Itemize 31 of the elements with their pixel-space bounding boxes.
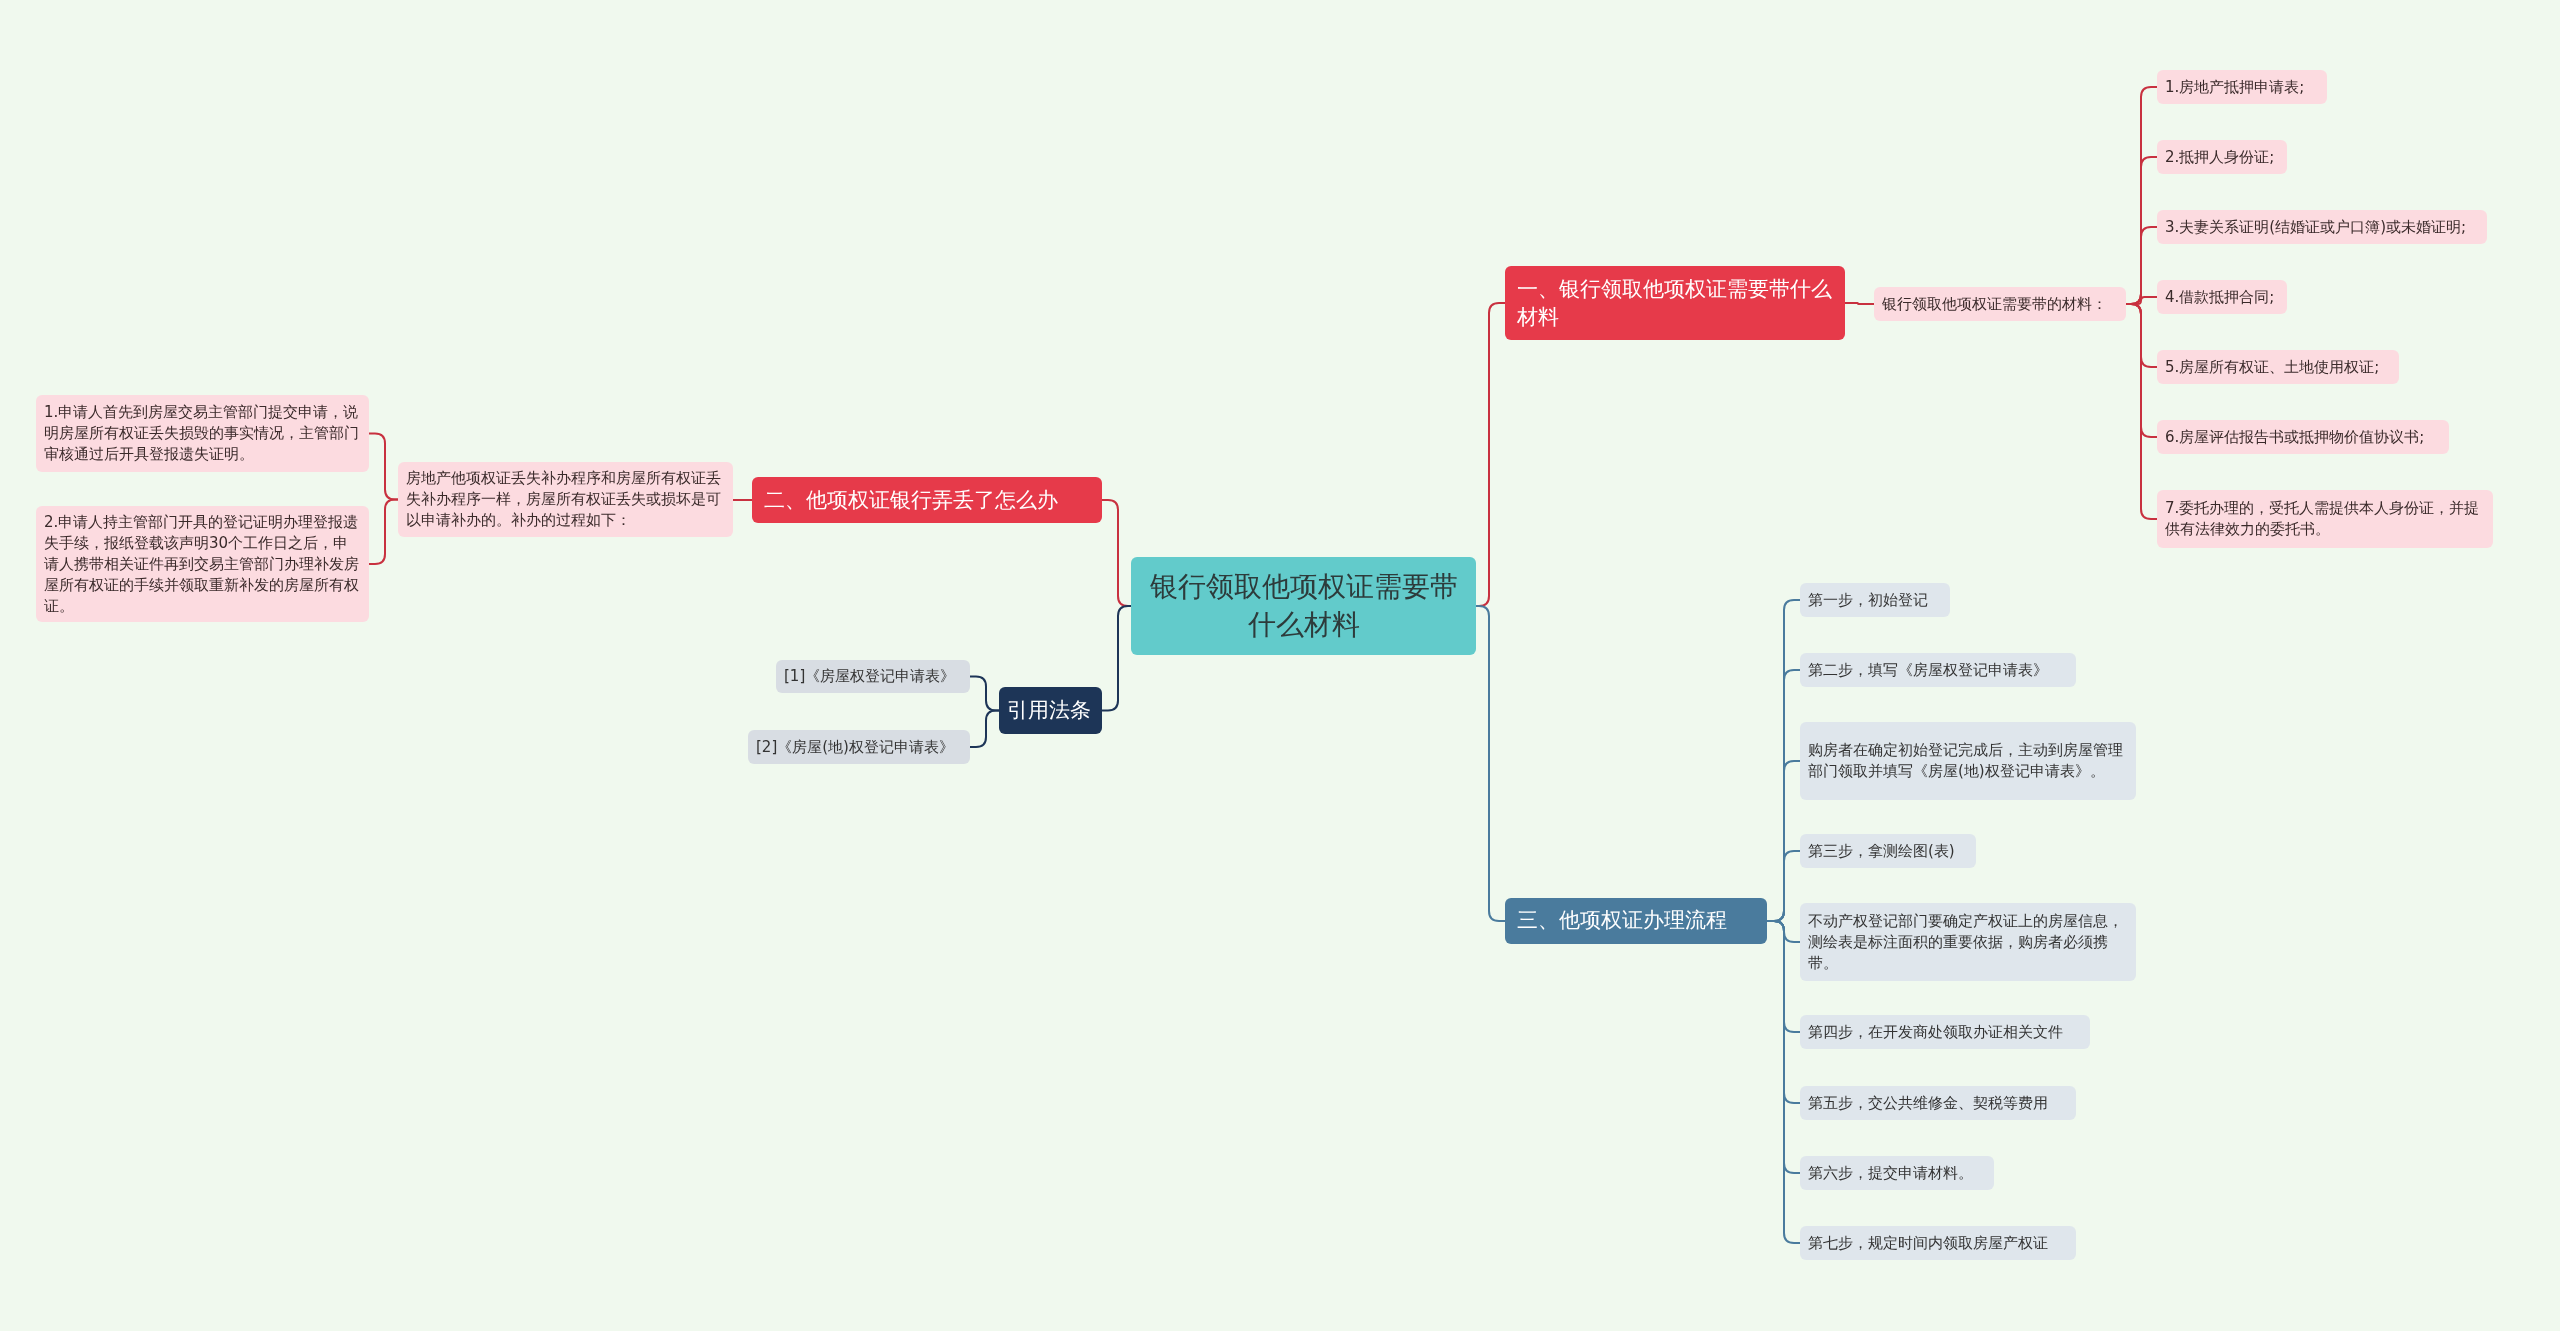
step-item: 第四步，在开发商处领取办证相关文件 xyxy=(1800,1015,2090,1049)
connector-line xyxy=(969,709,1000,748)
reference-item: [2]《房屋(地)权登记申请表》 xyxy=(748,730,970,764)
connector-line xyxy=(732,499,753,501)
reference-item: [1]《房屋权登记申请表》 xyxy=(776,660,970,693)
list-item: 5.房屋所有权证、土地使用权证; xyxy=(2157,350,2399,384)
subtopic: 房地产他项权证丢失补办程序和房屋所有权证丢失补办程序一样，房屋所有权证丢失或损坏是可以申请补办的。补办的过程如下： xyxy=(398,462,733,537)
list-item: 4.借款抵押合同; xyxy=(2157,280,2287,314)
list-item: 3.夫妻关系证明(结婚证或户口簿)或未婚证明; xyxy=(2157,210,2487,244)
step-item: 第七步，规定时间内领取房屋产权证 xyxy=(1800,1226,2076,1260)
step-item: 第三步，拿测绘图(表) xyxy=(1800,834,1976,868)
list-item: 1.申请人首先到房屋交易主管部门提交申请，说明房屋所有权证丢失损毁的事实情况，主管部门审核通过后开具登报遗失证明。 xyxy=(36,395,369,472)
branch-topic: 一、银行领取他项权证需要带什么材料 xyxy=(1505,266,1845,340)
step-item: 购房者在确定初始登记完成后，主动到房屋管理部门领取并填写《房屋(地)权登记申请表》。 xyxy=(1800,722,2136,800)
step-item: 第二步，填写《房屋权登记申请表》 xyxy=(1800,653,2076,687)
branch-topic: 二、他项权证银行弄丢了怎么办 xyxy=(752,477,1102,523)
list-item: 2.抵押人身份证; xyxy=(2157,140,2287,174)
list-item: 2.申请人持主管部门开具的登记证明办理登报遗失手续，报纸登载该声明30个工作日之后，申请人携带相关证件再到交易主管部门办理补发房屋所有权证的手续并领取重新补发的房屋所有权证。 xyxy=(36,506,369,622)
connector-line xyxy=(1766,920,1801,1244)
list-item: 1.房地产抵押申请表; xyxy=(2157,70,2327,104)
connector-line xyxy=(1844,302,1875,305)
step-item: 第一步，初始登记 xyxy=(1800,583,1950,617)
step-item: 第五步，交公共维修金、契税等费用 xyxy=(1800,1086,2076,1120)
list-item: 7.委托办理的，受托人需提供本人身份证，并提供有法律效力的委托书。 xyxy=(2157,490,2493,548)
branch-topic: 引用法条 xyxy=(999,687,1102,734)
branch-topic: 三、他项权证办理流程 xyxy=(1505,898,1767,944)
step-item: 不动产权登记部门要确定产权证上的房屋信息，测绘表是标注面积的重要依据，购房者必须携带。 xyxy=(1800,903,2136,981)
list-item: 6.房屋评估报告书或抵押物价值协议书; xyxy=(2157,420,2449,454)
central-topic: 银行领取他项权证需要带什么材料 xyxy=(1131,557,1476,655)
step-item: 第六步，提交申请材料。 xyxy=(1800,1156,1994,1190)
subtopic: 银行领取他项权证需要带的材料： xyxy=(1874,287,2126,321)
